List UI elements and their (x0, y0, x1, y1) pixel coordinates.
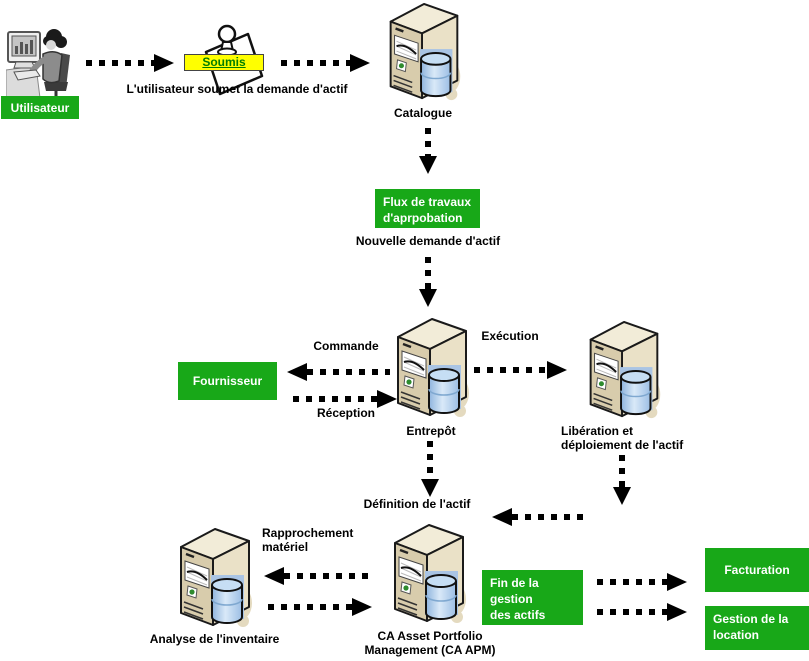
arrow-soumis-to-catalogue (281, 54, 370, 72)
arrow-execution (474, 361, 567, 379)
definition-label: Définition de l'actif (363, 497, 471, 511)
gestion-location-box: Gestion de la location (705, 606, 809, 650)
entrepot-label: Entrepôt (406, 424, 456, 438)
arrow-user-to-soumis (86, 54, 174, 72)
soumis-banner: Soumis (184, 54, 264, 71)
nouvelle-demande-label: Nouvelle demande d'actif (355, 234, 501, 248)
execution-label: Exécution (481, 329, 539, 343)
arrow-flux-to-entrepot (419, 257, 437, 307)
arrow-entrepot-to-definition (421, 441, 439, 497)
flux-approbation-box: Flux de travaux d'aprpobation (375, 189, 480, 228)
rapprochement-label: Rapprochement matériel (262, 526, 354, 554)
arrow-commande (287, 363, 390, 381)
arrow-reception (293, 390, 397, 408)
facturation-box: Facturation (705, 548, 809, 592)
reception-label: Réception (316, 406, 375, 420)
server-icon-catalogue (384, 2, 462, 104)
arrow-to-gestion-location (597, 603, 687, 621)
utilisateur-box: Utilisateur (1, 96, 79, 119)
user-at-computer-icon (6, 29, 70, 100)
liberation-label: Libération et déploiement de l'actif (561, 424, 684, 452)
arrow-to-facturation (597, 573, 687, 591)
catalogue-label: Catalogue (393, 106, 452, 120)
commande-label: Commande (313, 339, 379, 353)
arrow-catalogue-to-flux (419, 128, 437, 174)
server-icon-liberation (584, 320, 662, 422)
caapm-label: CA Asset Portfolio Management (CA APM) (364, 629, 496, 657)
server-icon-caapm (389, 522, 467, 628)
arrow-liberation-down (613, 455, 631, 505)
fin-gestion-box: Fin de la gestion des actifs (482, 570, 583, 625)
submit-caption: L'utilisateur soumet la demande d'actif (126, 82, 348, 96)
arrow-analyse-to-caapm (268, 598, 372, 616)
analyse-label: Analyse de l'inventaire (149, 632, 280, 646)
server-icon-entrepot (392, 317, 470, 421)
arrow-rapprochement (264, 567, 368, 585)
arrow-to-definition (492, 508, 588, 526)
fournisseur-box: Fournisseur (178, 362, 277, 400)
server-icon-analyse (175, 527, 253, 631)
